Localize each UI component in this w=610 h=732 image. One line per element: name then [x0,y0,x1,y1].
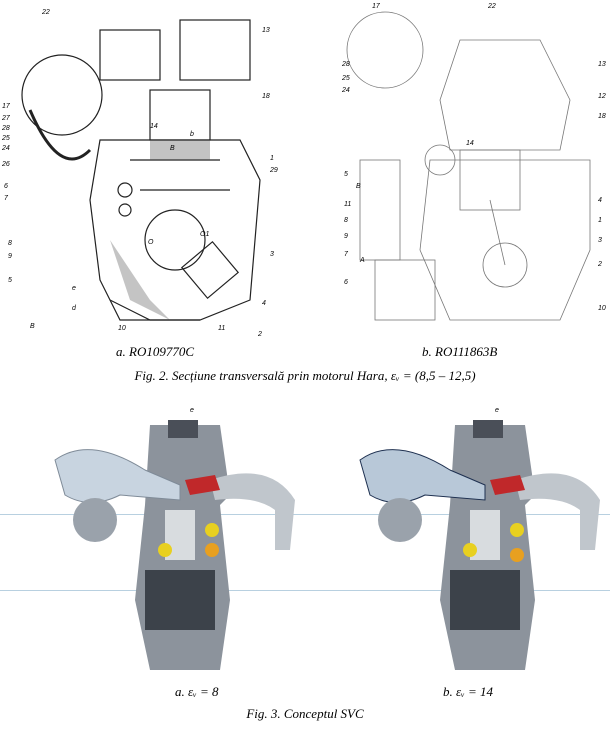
fig2a-callout-label: 4 [262,300,266,307]
fig2a-callout-label: 29 [269,167,278,174]
fig3-caption: Fig. 3. Conceptul SVC [246,706,364,721]
fig2b-callout-label: 28 [341,61,350,68]
fig2a-callout-label: 17 [2,103,11,110]
fig2a-callout-label: 22 [41,9,50,16]
fig2a-callout-label: 8 [8,240,12,247]
fig2b-callout-label: 14 [466,140,474,147]
fig2a-callout-label: 14 [150,123,158,130]
fig2b-callout-label: 10 [598,305,606,312]
fig2a-callout-label: O [148,239,154,246]
fig2a-callout-label: 3 [270,251,274,258]
fig2b-callout-label: A [359,257,365,264]
label-e: e [190,407,194,414]
fig2a-callout-label: 28 [1,125,10,132]
fig2a-callout-label: O1 [200,231,209,238]
fig2b-callout-label: 12 [598,93,606,100]
fig2a-callout-label: 13 [262,27,270,34]
fig2b-callout-label: 6 [344,279,348,286]
fig2b-callout-label: 18 [598,113,606,120]
fig2b-callout-label: 3 [598,237,602,244]
fig2a-callout-label: 10 [118,325,126,332]
fig2b-callout-label: 13 [598,61,606,68]
fig2b-callout-label: 8 [344,217,348,224]
fig2b-callout-label: 24 [341,87,350,94]
fig2a-callout-label: 9 [8,253,12,260]
fig2b-callout-label: B [356,183,361,190]
fig2b-callout-label: 5 [344,171,348,178]
fig2b-callout-label: 11 [344,201,351,208]
fig2b-callout-label: 4 [598,197,602,204]
fig2a-callout-label: 18 [262,93,270,100]
svc-render-b: e [359,407,600,670]
fig2a-callout-label: 27 [1,115,11,122]
fig2-subcaption-a: a. RO109770C [116,344,194,359]
svc-render-a: e [54,407,295,670]
fig2a-callout-label: B [170,145,175,152]
fig2a-callout-label: 11 [218,325,225,332]
fig2a-callout-label: 1 [270,155,274,162]
background-line [0,514,610,515]
fig2b-callout-label: 17 [372,3,381,10]
fig2a-callout-label: b [190,131,194,138]
fig3-subcaption-b: b. εᵥ = 14 [443,684,494,699]
fig2b-callout-label: 7 [344,251,349,258]
fig2-subcaption-b: b. RO111863B [422,344,498,359]
fig2a-callout-label: 7 [4,195,9,202]
fig2a-callout-label: 24 [1,145,10,152]
fig3-subcaption-a: a. εᵥ = 8 [175,684,219,699]
fig2-caption: Fig. 2. Secțiune transversală prin motor… [134,368,476,383]
fig2b-callout-label: 1 [598,217,602,224]
background-line [0,590,610,591]
fig2b-callout-label: 22 [487,3,496,10]
fig2a-callout-label: d [72,305,77,312]
fig2a-callout-label: 2 [257,331,262,338]
fig2a-callout-label: 25 [1,135,10,142]
fig2a-callout-label: 5 [8,277,12,284]
label-e: e [495,407,499,414]
fig2a-callout-label: 6 [4,183,8,190]
fig2b-callout-label: 9 [344,233,348,240]
fig2b-callout-label: 25 [341,75,350,82]
fig2a-callout-label: 26 [1,161,10,168]
fig2a-callout-label: B [30,323,35,330]
fig2b-callout-label: 2 [597,261,602,268]
fig2a-callout-label: e [72,285,76,292]
